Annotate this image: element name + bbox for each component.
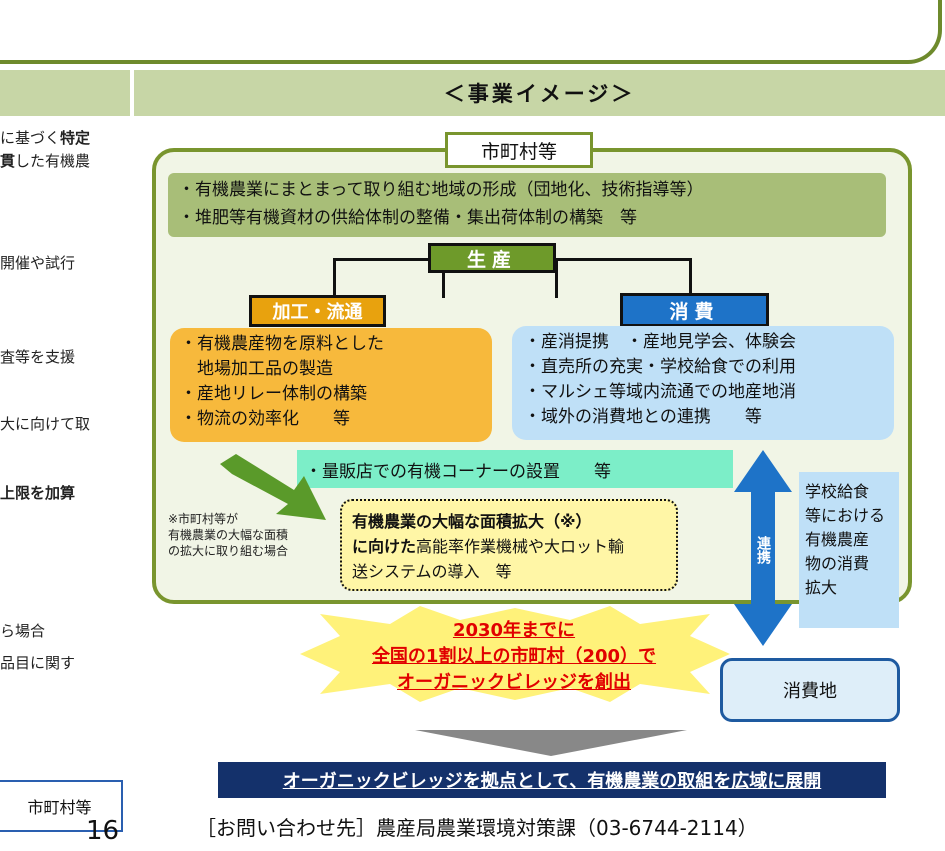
goal-line-3: オーガニックビレッジを創出 — [397, 672, 631, 693]
school-line: 学校給食 — [805, 482, 870, 501]
left-text-line-8: 品目に関す — [0, 654, 76, 672]
down-arrow-icon — [415, 730, 687, 756]
left-header-bar — [0, 70, 130, 116]
processing-item: 地場加工品の製造 — [180, 359, 333, 379]
school-lunch-box: 学校給食 等における 有機農産 物の消費 拡大 — [799, 472, 899, 628]
left-text-line-5: 大に向けて取 — [0, 415, 91, 433]
mass-retail-box: ・量販店での有機コーナーの設置 等 — [297, 450, 733, 488]
school-line: 等における — [805, 506, 886, 525]
expansion-banner: オーガニックビレッジを拠点として、有機農業の取組を広域に展開 — [218, 762, 886, 798]
left-text-line-1: に基づく特定 — [0, 129, 91, 147]
applicant-box: 市町村等 — [0, 780, 123, 832]
area-expansion-box: 有機農業の大幅な面積拡大（※） に向けた高能率作業機械や大ロット輸 送システムの… — [340, 499, 678, 591]
consumption-item: ・域外の消費地との連携 等 — [524, 407, 762, 427]
processing-box: ・有機農産物を原料とした 地場加工品の製造 ・産地リレー体制の構築 ・物流の効率… — [170, 328, 492, 442]
double-arrow-icon — [734, 450, 792, 646]
processing-item: ・物流の効率化 等 — [180, 409, 350, 429]
goal-line-2: 全国の1割以上の市町村（200）で — [371, 646, 657, 667]
formation-box: ・有機農業にまとまって取り組む地域の形成（団地化、技術指導等） ・堆肥等有機資材… — [168, 173, 886, 237]
page-number: 16 — [86, 816, 120, 846]
goal-text: 2030年までに 全国の1割以上の市町村（200）で オーガニックビレッジを創出 — [310, 618, 718, 696]
expansion-line-2: に向けた高能率作業機械や大ロット輸 — [352, 537, 625, 556]
contact-info: ［お問い合わせ先］農産局農業環境対策課（03-6744-2114） — [196, 816, 758, 840]
left-text-line-3: 開催や試行 — [0, 254, 76, 272]
formation-item-2: ・堆肥等有機資材の供給体制の整備・集出荷体制の構築 等 — [178, 208, 637, 228]
production-label: 生産 — [428, 243, 556, 273]
note-text: ※市町村等が 有機農業の大幅な面積 の拡大に取り組む場合 — [168, 511, 288, 559]
business-image-header: ＜事業イメージ＞ — [134, 70, 945, 116]
left-text-line-2: 貫した有機農 — [0, 152, 91, 170]
expansion-line-3: 送システムの導入 等 — [352, 562, 512, 581]
left-text-line-4: 査等を支援 — [0, 348, 76, 366]
cooperation-label: 連携 — [755, 536, 771, 564]
processing-item: ・有機農産物を原料とした — [180, 334, 384, 354]
connector-right — [555, 258, 692, 298]
consumption-item: ・産消提携 ・産地見学会、体験会 — [524, 332, 796, 352]
left-text-line-7: ら場合 — [0, 622, 46, 640]
formation-item-1: ・有機農業にまとまって取り組む地域の形成（団地化、技術指導等） — [178, 180, 704, 200]
school-line: 拡大 — [805, 578, 838, 597]
processing-item: ・産地リレー体制の構築 — [180, 384, 367, 404]
left-text-line-6: 上限を加算 — [0, 484, 76, 502]
consumption-item: ・直売所の充実・学校給食での利用 — [524, 357, 796, 377]
note-line: ※市町村等が — [168, 512, 239, 526]
goal-line-1: 2030年までに — [452, 620, 576, 641]
expansion-line-1: 有機農業の大幅な面積拡大（※） — [352, 512, 592, 531]
school-line: 物の消費 — [805, 554, 870, 573]
consumption-area-box: 消費地 — [720, 658, 900, 722]
municipality-label: 市町村等 — [445, 132, 593, 168]
top-rounded-frame — [0, 0, 942, 64]
green-diagonal-arrow-icon — [220, 454, 326, 520]
consumption-label: 消費 — [620, 293, 769, 327]
connector-left — [333, 258, 445, 298]
processing-label: 加工・流通 — [249, 295, 386, 327]
note-line: 有機農業の大幅な面積 — [168, 528, 289, 542]
goal-burst-icon — [300, 606, 730, 702]
school-line: 有機農産 — [805, 530, 870, 549]
consumption-box: ・産消提携 ・産地見学会、体験会 ・直売所の充実・学校給食での利用 ・マルシェ等… — [512, 326, 894, 440]
consumption-item: ・マルシェ等域内流通での地産地消 — [524, 382, 796, 402]
note-line: の拡大に取り組む場合 — [168, 544, 289, 558]
